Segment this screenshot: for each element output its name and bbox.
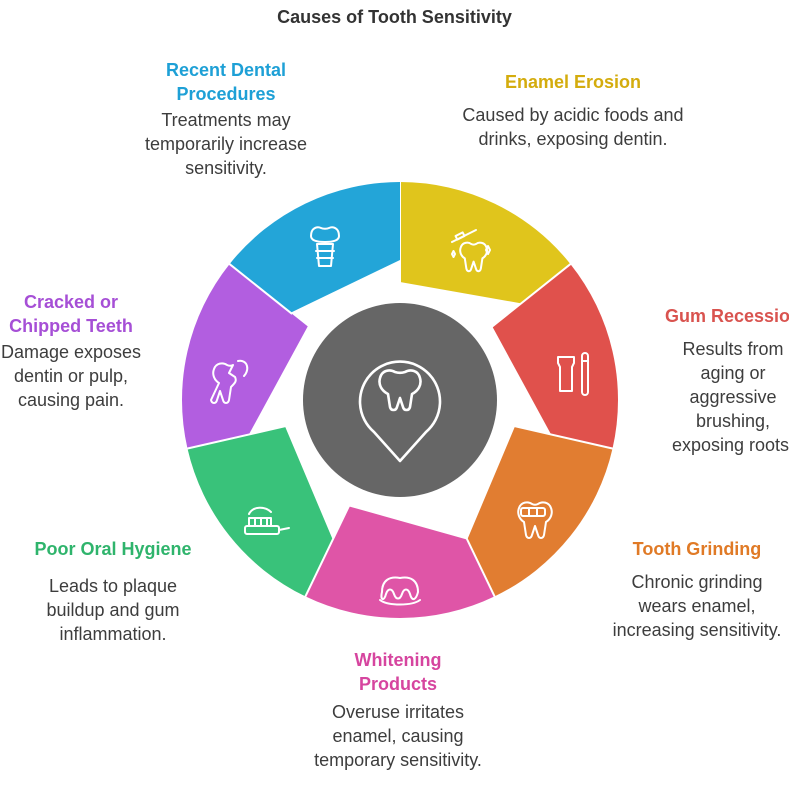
gum-recession-heading: Gum Recession: [664, 306, 789, 326]
segment-gum-tooth: [305, 506, 495, 618]
segment-toothbrush-paste: [187, 426, 333, 597]
segment-divider: [228, 262, 293, 315]
chipped-tooth-icon: [210, 359, 249, 404]
segment-divider: [186, 424, 288, 450]
label-enamel-erosion: Enamel Erosion Caused by acidic foods an…: [462, 70, 684, 151]
toothbrush-sparkle-tooth-icon: [451, 229, 491, 273]
label-gum-recession: Gum Recession Results from aging or aggr…: [648, 304, 789, 457]
center-hub: [303, 303, 497, 497]
segment-toothpaste-toothbrush: [492, 264, 618, 449]
segment-divider: [304, 504, 351, 598]
dental-implant-icon: [310, 226, 340, 267]
cracked-teeth-heading: Cracked or Chipped Teeth: [9, 292, 133, 336]
segment-tooth-braces: [467, 426, 613, 597]
label-whitening-products: Whitening Products Overuse irritates ena…: [300, 648, 496, 772]
whitening-products-heading: Whitening Products: [354, 650, 442, 694]
segment-divider: [449, 504, 496, 598]
segment-divider: [490, 262, 572, 329]
toothpaste-toothbrush-icon: [557, 352, 589, 396]
label-poor-oral-hygiene: Poor Oral Hygiene Leads to plaque buildu…: [8, 537, 218, 646]
tooth-braces-icon: [517, 501, 553, 539]
recent-procedures-description: Treatments may temporarily increase sens…: [144, 110, 308, 178]
diagram-title: Causes of Tooth Sensitivity: [277, 7, 512, 27]
gum-tooth-icon: [379, 576, 421, 606]
toothbrush-paste-icon: [244, 506, 290, 535]
tooth-location-pin-icon: [358, 360, 442, 463]
tooth-grinding-description: Chronic grinding wears enamel, increasin…: [612, 572, 782, 640]
poor-oral-hygiene-heading: Poor Oral Hygiene: [34, 539, 192, 559]
label-recent-procedures: Recent Dental Procedures Treatments may …: [137, 58, 315, 180]
recent-procedures-heading: Recent Dental Procedures: [165, 60, 287, 104]
cracked-teeth-description: Damage exposes dentin or pulp, causing p…: [0, 342, 142, 410]
label-cracked-teeth: Cracked or Chipped Teeth Damage exposes …: [0, 290, 146, 412]
gum-recession-description: Results from aging or aggressive brushin…: [671, 339, 789, 455]
enamel-erosion-heading: Enamel Erosion: [504, 72, 642, 92]
poor-oral-hygiene-description: Leads to plaque buildup and gum inflamma…: [46, 576, 180, 644]
segment-dental-implant: [229, 182, 400, 313]
tooth-grinding-heading: Tooth Grinding: [632, 539, 762, 559]
enamel-erosion-description: Caused by acidic foods and drinks, expos…: [462, 105, 684, 149]
label-tooth-grinding: Tooth Grinding Chronic grinding wears en…: [602, 537, 789, 642]
whitening-products-description: Overuse irritates enamel, causing tempor…: [314, 702, 482, 770]
segment-toothbrush-sparkle-tooth: [400, 182, 571, 304]
segment-divider: [512, 424, 614, 450]
